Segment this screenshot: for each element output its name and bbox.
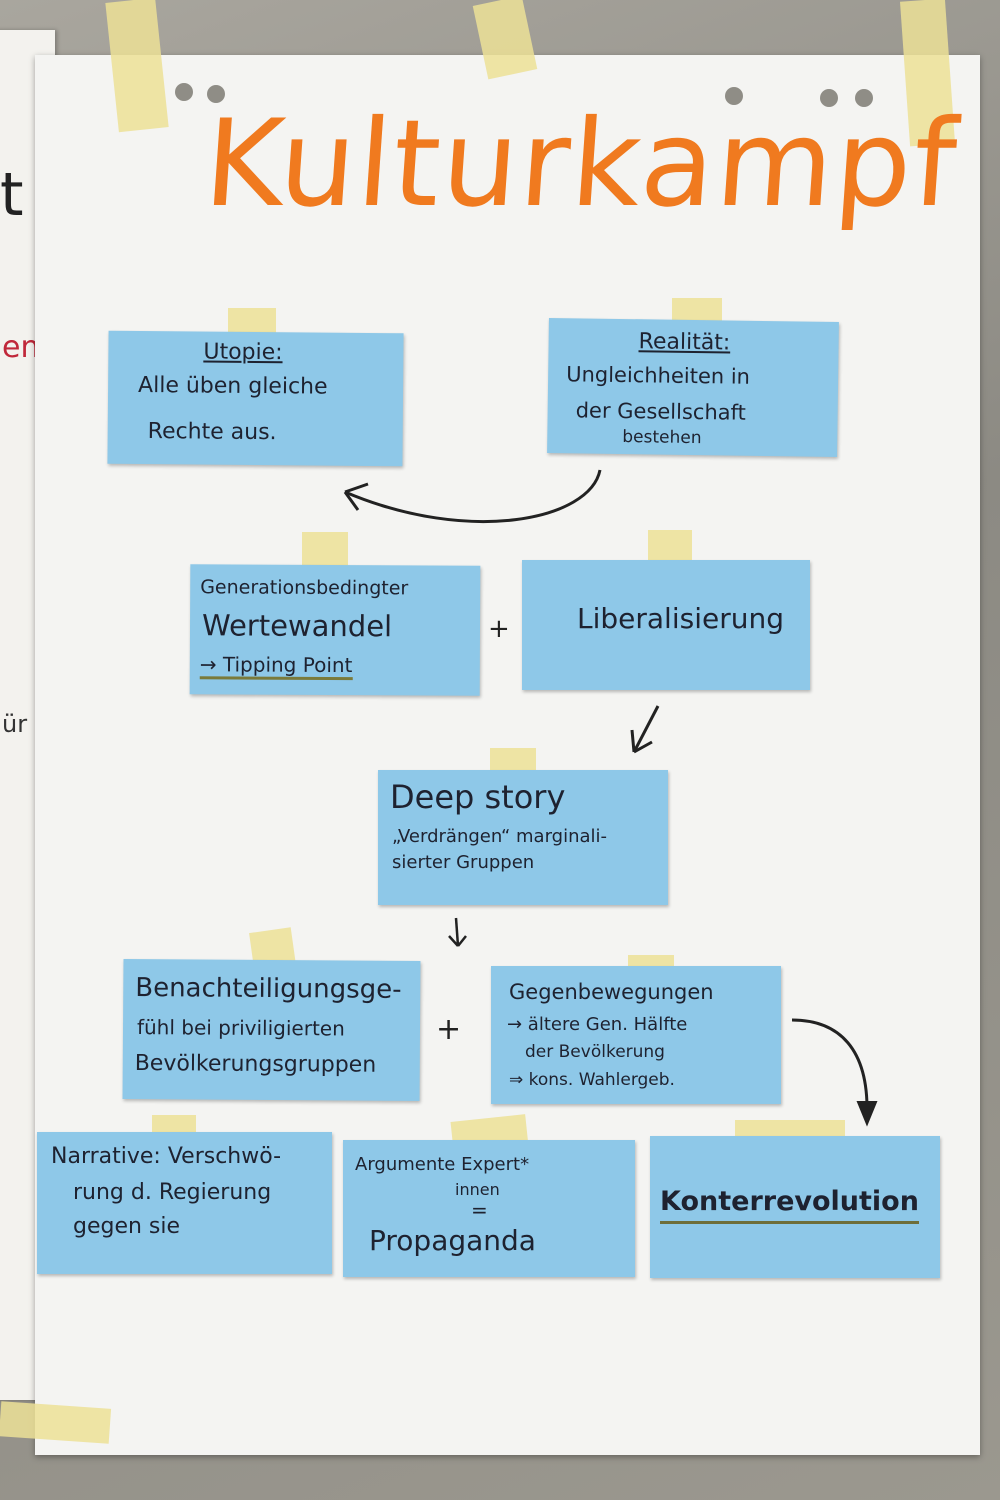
gegenbewegungen-line-3: der Bevölkerung — [525, 1042, 665, 1062]
punch-hole — [175, 83, 193, 101]
utopie-heading: Utopie: — [203, 339, 283, 366]
tipping-point-label: → Tipping Point — [199, 652, 353, 681]
masking-tape — [0, 1401, 112, 1444]
realitaet-note: Realität: Ungleichheiten in der Gesellsc… — [547, 317, 839, 458]
deep-story-line-3: sierter Gruppen — [392, 852, 535, 873]
narrative-line-2: rung d. Regierung — [73, 1180, 272, 1205]
wertewandel-note: Generationsbedingter Wertewandel → Tippi… — [189, 564, 481, 696]
gegenbewegungen-line-4: ⇒ kons. Wahlergeb. — [509, 1070, 675, 1090]
liberalisierung-note: Liberalisierung — [522, 560, 810, 690]
gegenbewegungen-line-2: → ältere Gen. Hälfte — [507, 1014, 688, 1035]
punch-hole — [855, 89, 873, 107]
narrative-line-1: Narrative: Verschwö- — [51, 1144, 282, 1169]
punch-hole — [725, 87, 743, 105]
gegenbewegungen-heading: Gegenbewegungen — [509, 980, 714, 1004]
punch-hole — [207, 85, 225, 103]
narrative-line-3: gegen sie — [73, 1214, 181, 1239]
deep-story-line-2: „Verdrängen“ marginali- — [392, 826, 608, 847]
realitaet-line-3: bestehen — [622, 427, 702, 449]
deep-story-heading: Deep story — [390, 778, 566, 816]
punch-hole — [820, 89, 838, 107]
narrative-note: Narrative: Verschwö- rung d. Regierung g… — [37, 1132, 332, 1274]
page-title: Kulturkampf — [200, 95, 963, 234]
benachteiligung-line-2: fühl bei priviligierten — [136, 1015, 345, 1041]
plus-sign: + — [436, 1012, 462, 1047]
realitaet-line-2: der Gesellschaft — [575, 398, 747, 425]
argumente-note: Argumente Expert* innen = Propaganda — [343, 1140, 635, 1277]
argumente-line-1: Argumente Expert* — [355, 1154, 530, 1175]
liberalisierung-label: Liberalisierung — [577, 602, 784, 635]
utopie-line-1: Alle üben gleiche — [138, 372, 328, 400]
left-sheet-fragment-1: t — [0, 160, 24, 230]
wertewandel-line-2: Wertewandel — [201, 608, 393, 644]
realitaet-line-1: Ungleichheiten in — [566, 362, 751, 389]
plus-sign: + — [488, 614, 510, 644]
argumente-line-2: innen — [455, 1180, 500, 1199]
wertewandel-line-1: Generationsbedingter — [200, 576, 409, 600]
gegenbewegungen-note: Gegenbewegungen → ältere Gen. Hälfte der… — [491, 966, 781, 1104]
deep-story-note: Deep story „Verdrängen“ marginali- siert… — [378, 770, 668, 905]
propaganda-label: Propaganda — [369, 1224, 536, 1257]
realitaet-heading: Realität: — [638, 329, 731, 356]
utopie-line-2: Rechte aus. — [147, 419, 277, 446]
benachteiligung-line-1: Benachteiligungsge- — [135, 973, 402, 1005]
utopie-note: Utopie: Alle üben gleiche Rechte aus. — [107, 330, 404, 467]
left-sheet-fragment-3: ür — [2, 710, 28, 738]
left-sheet-fragment-2: en — [2, 330, 40, 365]
konterrevolution-note: Konterrevolution — [650, 1136, 940, 1278]
benachteiligung-line-3: Bevölkerungsgruppen — [134, 1051, 377, 1078]
konterrevolution-label: Konterrevolution — [660, 1186, 919, 1224]
benachteiligung-note: Benachteiligungsge- fühl bei priviligier… — [122, 958, 421, 1102]
argumente-equals: = — [471, 1198, 488, 1222]
